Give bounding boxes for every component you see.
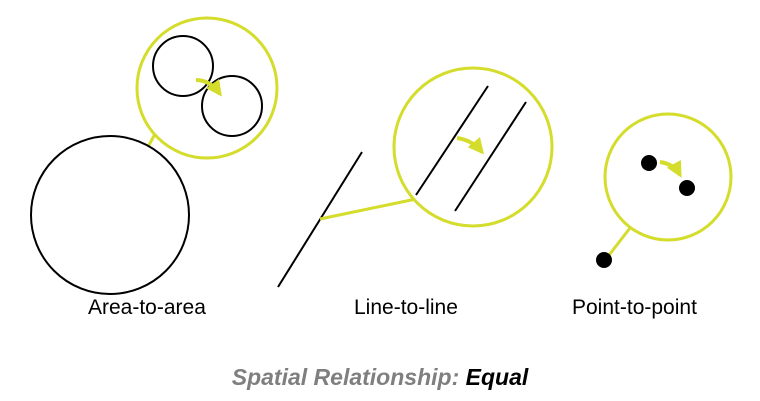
area-large-circle <box>30 135 190 295</box>
line-main <box>277 151 363 288</box>
line-move-arrow-icon <box>456 136 485 155</box>
point-to-point-group <box>596 112 733 268</box>
point-to-point-label: Point-to-point <box>572 296 697 319</box>
point-move-arrow-icon <box>659 159 682 178</box>
area-circle-first <box>152 35 214 97</box>
line-leader-line <box>319 197 417 221</box>
line-zoom-circle <box>392 66 554 228</box>
diagram-caption: Spatial Relationship: Equal <box>0 364 760 391</box>
point-leader-line <box>604 227 632 260</box>
area-move-arrow-icon <box>195 78 222 97</box>
line-to-line-group <box>277 66 554 288</box>
line-segment-first <box>415 85 489 196</box>
point-main <box>596 252 612 268</box>
caption-value: Equal <box>465 364 529 390</box>
point-zoom-circle <box>603 112 733 242</box>
area-to-area-label: Area-to-area <box>88 296 206 319</box>
caption-prefix: Spatial Relationship: <box>231 364 466 390</box>
area-circle-second <box>201 75 263 137</box>
line-to-line-label: Line-to-line <box>354 296 458 319</box>
line-segment-second <box>454 101 527 212</box>
point-first <box>641 155 657 171</box>
area-to-area-group <box>30 16 279 295</box>
point-second <box>679 180 695 196</box>
